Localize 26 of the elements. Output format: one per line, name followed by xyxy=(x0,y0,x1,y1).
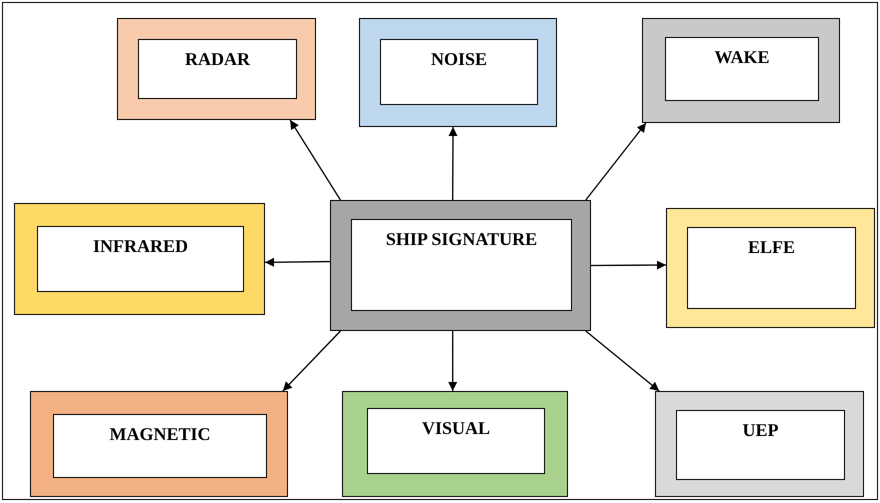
arrow xyxy=(448,331,458,391)
arrow xyxy=(265,258,330,267)
signature-box xyxy=(342,391,568,497)
label-panel: WAKE xyxy=(665,37,819,101)
arrow xyxy=(448,127,458,200)
label-panel: MAGNETIC xyxy=(53,414,267,478)
signature-box xyxy=(117,18,316,120)
signature-box xyxy=(30,391,288,497)
arrow xyxy=(591,260,666,270)
signature-box xyxy=(666,208,875,328)
label-panel: VISUAL xyxy=(367,408,545,474)
signature-box xyxy=(330,200,591,331)
label-panel: ELFE xyxy=(687,227,856,309)
signature-box xyxy=(655,391,864,497)
arrow xyxy=(290,120,341,200)
arrow xyxy=(282,330,341,392)
signature-box xyxy=(642,18,840,123)
label-panel: RADAR xyxy=(138,39,297,99)
label-panel: UEP xyxy=(676,410,845,480)
signature-box xyxy=(14,203,265,315)
arrow xyxy=(585,122,646,200)
label-panel: SHIP SIGNATURE xyxy=(351,219,572,311)
label-panel: INFRARED xyxy=(37,226,244,292)
label-panel: NOISE xyxy=(380,39,538,105)
signature-box xyxy=(359,18,557,127)
arrow xyxy=(585,330,660,392)
